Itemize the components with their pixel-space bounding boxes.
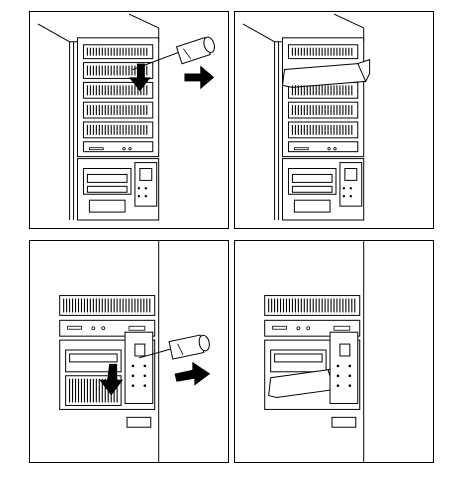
bay-cover-icon [281,58,371,88]
server-tower-upper-view [37,13,215,221]
panel-step-1 [29,11,229,229]
panel-step-2 [234,11,434,229]
arrow-right-icon [184,65,215,90]
screwdriver-icon [138,334,210,360]
panel-step-3 [29,240,229,463]
panel-step-4 [234,240,434,463]
arrow-down-icon [129,63,151,92]
arrow-right-icon [174,361,211,386]
server-tower-upper-view [242,13,371,221]
server-tower-lower-view [264,241,365,462]
server-tower-lower-view [59,241,211,462]
